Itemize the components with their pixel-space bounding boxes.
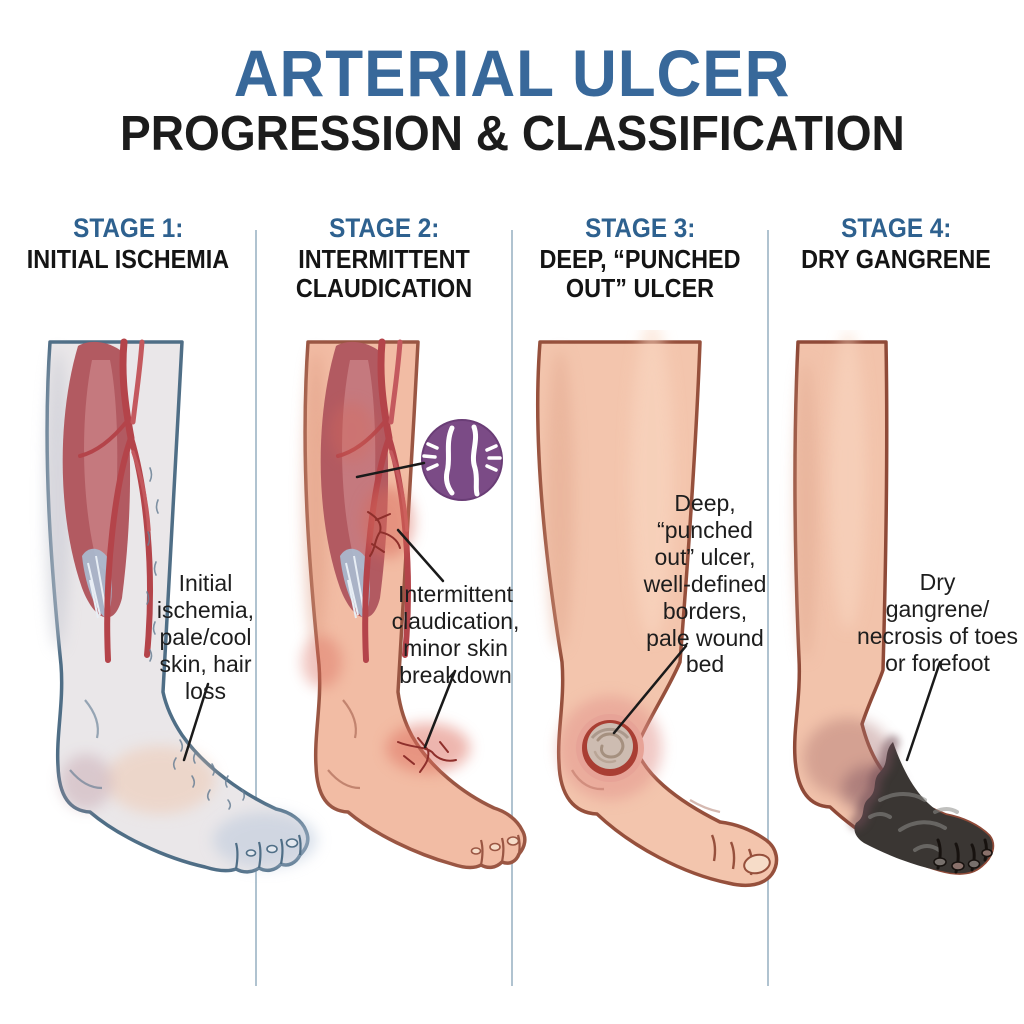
stage2-name: INTERMITTENT CLAUDICATION [295, 243, 473, 304]
title-subtitle: PROGRESSION & CLASSIFICATION [119, 107, 905, 162]
stage3-name: DEEP, “PUNCHED OUT” ULCER [539, 243, 741, 304]
stage4-label: STAGE 4: [840, 213, 952, 243]
stage2-label: STAGE 2: [328, 213, 440, 243]
stage3-leader-line [612, 644, 688, 735]
stage1-leader-line [182, 682, 210, 762]
stage4-annotation: Dry gangrene/ necrosis of toes or forefo… [856, 569, 1019, 676]
stage-header-row: STAGE 1: INITIAL ISCHEMIA STAGE 2: INTER… [0, 213, 1024, 304]
stage3-leg-illustration [536, 330, 779, 887]
sparse-hair-strokes [146, 467, 246, 810]
stage2-foot-leader-line [423, 669, 457, 749]
stage2-leg-illustration [302, 342, 527, 870]
stage1-name: INITIAL ISCHEMIA [26, 243, 230, 274]
stage2-header: STAGE 2: INTERMITTENT CLAUDICATION [256, 213, 512, 304]
necrotic-forefoot [849, 735, 993, 874]
stage2-icon-leader-line [355, 461, 426, 479]
stage1-foot-lines [69, 699, 302, 870]
claudication-pain-legs-icon [421, 419, 503, 501]
column-divider [767, 230, 769, 986]
stage4-name: DRY GANGRENE [801, 243, 991, 274]
stage2-shin-leader-line [396, 528, 445, 583]
leg-illustrations [45, 330, 995, 887]
annotation-leader-lines [182, 461, 942, 762]
stage1-leg-illustration [45, 342, 317, 874]
gangrene-sheen-lines [868, 792, 959, 852]
stage3-label: STAGE 3: [584, 213, 696, 243]
stage3-annotation: Deep, “punched out” ulcer, well-defined … [643, 490, 767, 678]
column-divider [255, 230, 257, 986]
skin-crack-lines [367, 511, 457, 773]
stage1-annotation: Initial ischemia, pale/cool skin, hair l… [156, 570, 255, 704]
stage4-leg-illustration [792, 330, 995, 875]
page-title: ARTERIAL ULCER PROGRESSION & CLASSIFICAT… [0, 36, 1024, 162]
stage4-header: STAGE 4: DRY GANGRENE [768, 213, 1024, 303]
stage2-foot-lines [327, 699, 521, 866]
stage1-header: STAGE 1: INITIAL ISCHEMIA [0, 213, 256, 303]
stage2-annotation: Intermittent claudication, minor skin br… [391, 581, 520, 688]
stage1-label: STAGE 1: [72, 213, 184, 243]
stage4-leader-line [905, 660, 942, 762]
punched-out-ulcer [558, 696, 662, 800]
title-main: ARTERIAL ULCER [233, 36, 791, 110]
column-divider [511, 230, 513, 986]
stage3-header: STAGE 3: DEEP, “PUNCHED OUT” ULCER [512, 213, 768, 304]
